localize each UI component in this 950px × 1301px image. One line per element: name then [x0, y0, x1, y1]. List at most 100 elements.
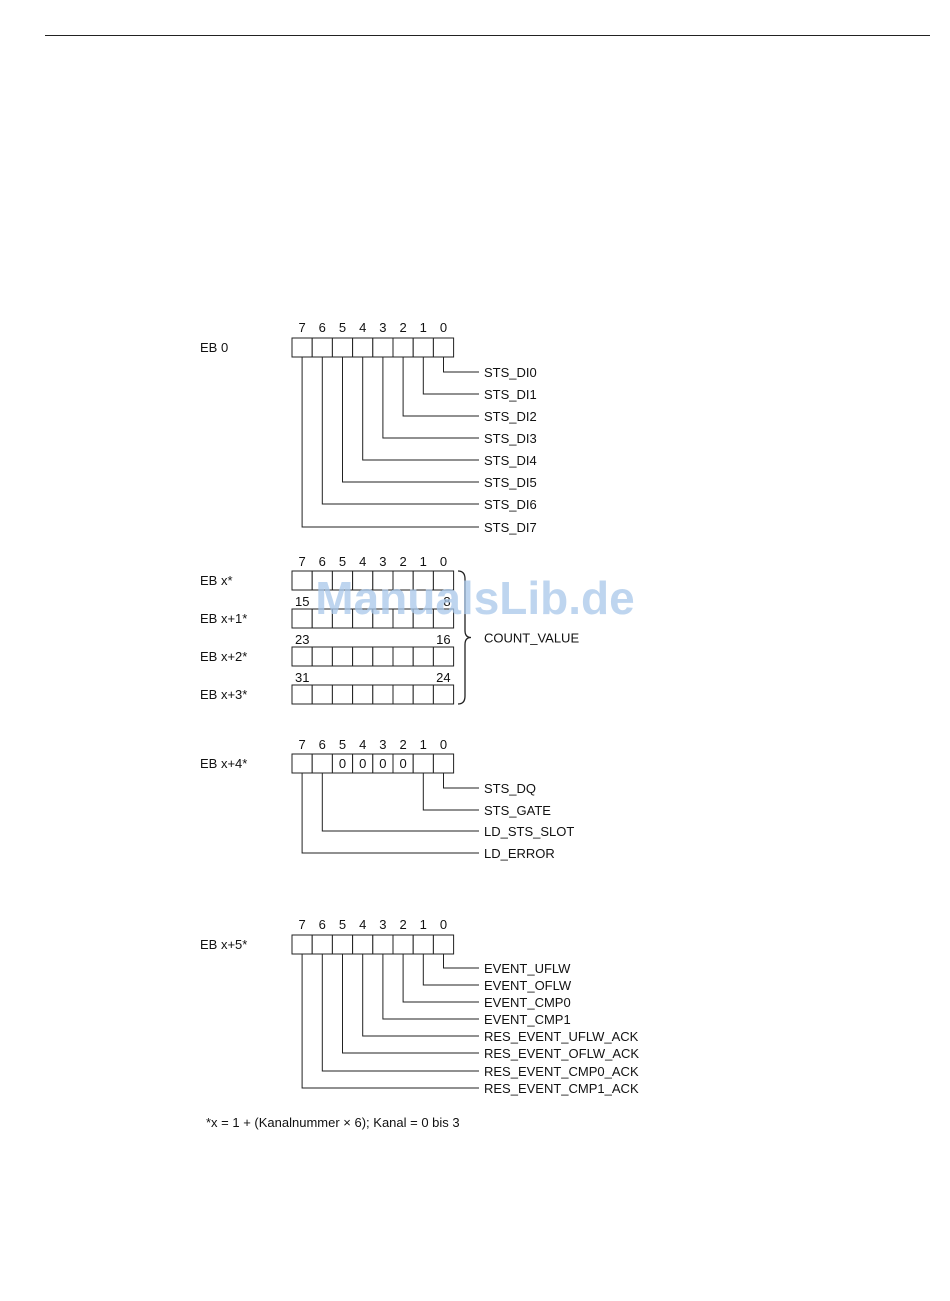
bit-cell-value: 0: [379, 756, 386, 771]
signal-connector: [402, 954, 479, 1003]
bit-number-5: 5: [339, 917, 346, 932]
bit-cell: [311, 753, 333, 774]
bit-number-4: 4: [359, 320, 366, 335]
signal-label: RES_EVENT_CMP1_ACK: [484, 1081, 639, 1096]
bit-number-1: 1: [420, 320, 427, 335]
bit-cell: [291, 684, 313, 705]
signal-connector: [321, 954, 479, 1072]
bit-number-2: 2: [399, 554, 406, 569]
bit-cell: [291, 646, 313, 667]
signal-label: STS_DI0: [484, 365, 537, 380]
register-label: EB x+2*: [200, 649, 247, 664]
signal-label: EVENT_UFLW: [484, 961, 571, 976]
signal-connector: [382, 357, 479, 439]
signal-connector: [402, 357, 479, 417]
bit-number-2: 2: [399, 917, 406, 932]
bit-cell: [311, 646, 333, 667]
bit-cell: [432, 608, 455, 629]
bit-cell: [352, 934, 374, 955]
curly-brace: [457, 570, 472, 705]
signal-label: STS_DI2: [484, 409, 537, 424]
bit-number-3: 3: [379, 917, 386, 932]
bit-number-6: 6: [319, 917, 326, 932]
signal-connector: [362, 357, 479, 461]
bit-cell: [331, 337, 354, 358]
signal-label: STS_DI3: [484, 431, 537, 446]
bit-cell: [432, 753, 455, 774]
signal-connector: [443, 954, 479, 969]
bit-cell: [291, 934, 313, 955]
signal-connector: [321, 357, 479, 505]
bit-number-5: 5: [339, 554, 346, 569]
bit-number-6: 6: [319, 737, 326, 752]
bit-cell: [372, 646, 394, 667]
signal-label: RES_EVENT_UFLW_ACK: [484, 1029, 639, 1044]
bit-cell: [352, 337, 374, 358]
bit-number-0: 0: [440, 320, 447, 335]
bit-cell: [372, 337, 394, 358]
bit-cell-value: 0: [399, 756, 406, 771]
bit-cell: [311, 684, 333, 705]
bit-cell: [432, 646, 455, 667]
bit-number-7: 7: [298, 320, 305, 335]
bit-number-6: 6: [319, 320, 326, 335]
bit-range-high: 23: [295, 632, 309, 647]
bit-cell: [311, 337, 333, 358]
count-value-label: COUNT_VALUE: [484, 631, 579, 646]
bit-number-2: 2: [399, 737, 406, 752]
bit-cell: [432, 337, 455, 358]
signal-label: STS_DQ: [484, 781, 536, 796]
bit-number-7: 7: [298, 554, 305, 569]
signal-label: EVENT_CMP1: [484, 1012, 571, 1027]
signal-label: STS_DI1: [484, 387, 537, 402]
watermark: ManualsLib.de: [315, 572, 634, 624]
signal-label: LD_ERROR: [484, 846, 555, 861]
bit-cell: [412, 753, 434, 774]
bit-cell: [331, 934, 354, 955]
bit-number-4: 4: [359, 917, 366, 932]
bit-number-4: 4: [359, 554, 366, 569]
bit-number-1: 1: [420, 554, 427, 569]
bit-range-low: 8: [443, 594, 450, 609]
bit-cell: [291, 337, 313, 358]
register-label: EB x+1*: [200, 611, 247, 626]
register-label: EB 0: [200, 340, 228, 355]
bit-cell: [392, 934, 414, 955]
signal-connector: [342, 954, 479, 1054]
signal-connector: [382, 954, 479, 1020]
signal-label: RES_EVENT_CMP0_ACK: [484, 1064, 639, 1079]
signal-connector: [301, 954, 479, 1089]
bit-cell: [392, 337, 414, 358]
bit-cell: [412, 934, 434, 955]
bit-cell: [412, 337, 434, 358]
bit-number-1: 1: [420, 917, 427, 932]
bit-cell-value: 0: [339, 756, 346, 771]
bit-number-5: 5: [339, 320, 346, 335]
signal-connector: [422, 773, 479, 811]
bit-number-4: 4: [359, 737, 366, 752]
signal-label: RES_EVENT_OFLW_ACK: [484, 1046, 639, 1061]
bit-cell: [412, 684, 434, 705]
signal-label: STS_DI4: [484, 453, 537, 468]
signal-connector: [443, 357, 479, 373]
bit-number-3: 3: [379, 737, 386, 752]
bit-cell: [432, 570, 455, 591]
signal-connector: [422, 357, 479, 395]
bit-cell: [352, 646, 374, 667]
bit-range-low: 16: [436, 632, 450, 647]
signal-label: STS_DI7: [484, 520, 537, 535]
register-label: EB x+4*: [200, 756, 247, 771]
bit-cell: [311, 934, 333, 955]
bit-cell: [392, 646, 414, 667]
signal-connector: [443, 773, 479, 789]
bit-cell: [331, 684, 354, 705]
bit-range-high: 31: [295, 670, 309, 685]
bit-number-1: 1: [420, 737, 427, 752]
register-label: EB x+3*: [200, 687, 247, 702]
bit-cell: [372, 934, 394, 955]
bit-number-3: 3: [379, 554, 386, 569]
bit-cell: [432, 934, 455, 955]
signal-connector: [321, 773, 479, 832]
